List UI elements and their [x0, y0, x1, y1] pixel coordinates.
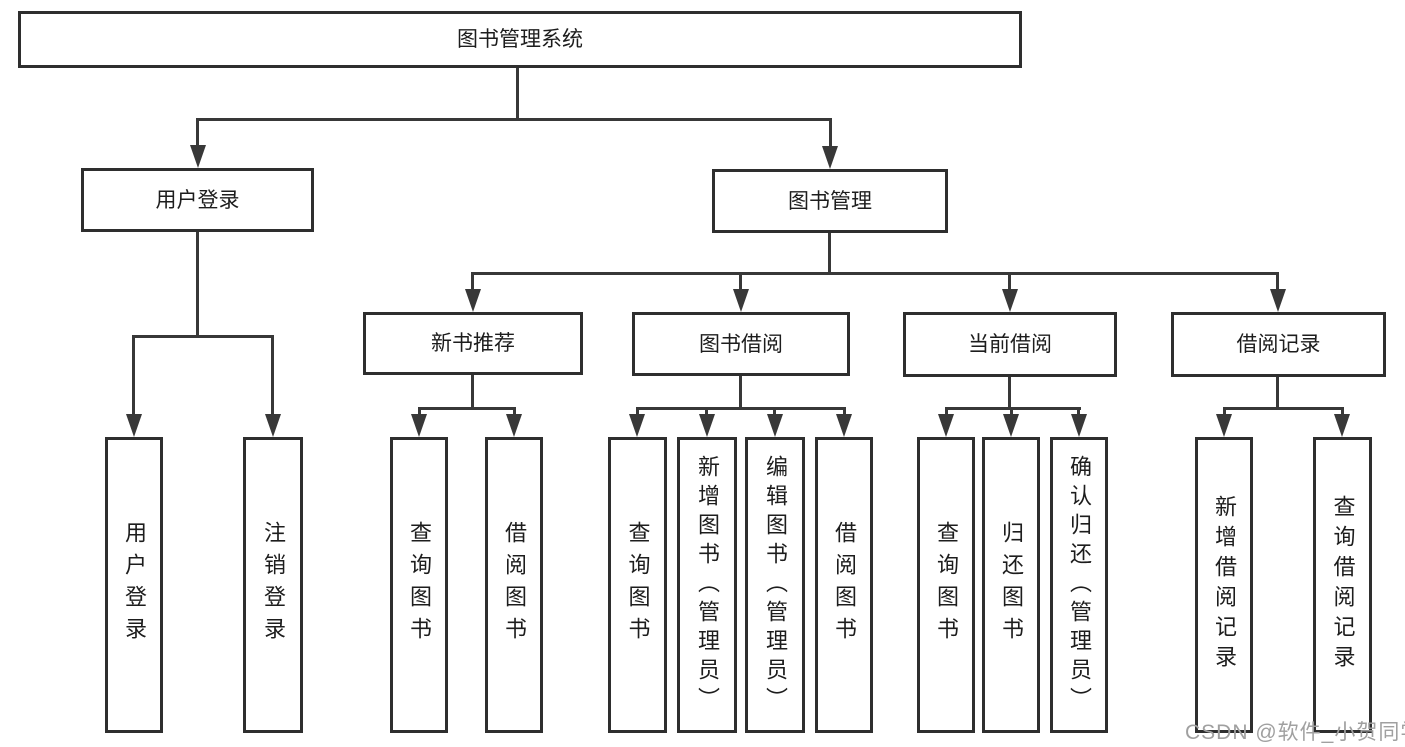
connector-line [471, 272, 474, 290]
leaf-add-borrow-record: 新增借阅记录 [1195, 437, 1253, 733]
arrowhead-icon [836, 414, 852, 437]
leaf-add-books-admin-label: 新增图书（管理员） [695, 454, 720, 716]
node-book-management: 图书管理 [712, 169, 948, 233]
leaf-query-books-current-label: 查询图书 [934, 521, 959, 649]
node-user-login: 用户登录 [81, 168, 314, 232]
node-borrow-records: 借阅记录 [1171, 312, 1386, 377]
connector-line [132, 335, 135, 415]
node-root: 图书管理系统 [18, 11, 1022, 68]
leaf-confirm-return-admin: 确认归还（管理员） [1050, 437, 1108, 733]
leaf-logout-label: 注销登录 [261, 521, 286, 649]
node-current-borrow-label: 当前借阅 [968, 333, 1052, 356]
connector-line [1077, 407, 1080, 416]
arrowhead-icon [733, 289, 749, 312]
connector-line [1223, 407, 1344, 410]
connector-line [471, 272, 1279, 275]
arrowhead-icon [506, 414, 522, 437]
arrowhead-icon [822, 146, 838, 169]
connector-line [705, 407, 708, 416]
arrowhead-icon [1270, 289, 1286, 312]
connector-line [636, 407, 846, 410]
node-book-borrow-label: 图书借阅 [699, 332, 783, 356]
connector-line [1223, 407, 1226, 416]
leaf-query-books-recommend-label: 查询图书 [407, 521, 432, 649]
arrowhead-icon [1002, 289, 1018, 312]
connector-line [418, 407, 421, 416]
leaf-borrow-books-recommend: 借阅图书 [485, 437, 543, 733]
connector-line [418, 407, 516, 410]
arrowhead-icon [1003, 414, 1019, 437]
node-new-book-recommend: 新书推荐 [363, 312, 583, 375]
node-user-login-label: 用户登录 [155, 188, 240, 212]
leaf-borrow-books-recommend-label: 借阅图书 [502, 521, 527, 649]
arrowhead-icon [126, 414, 142, 437]
node-book-management-label: 图书管理 [788, 189, 872, 213]
leaf-edit-books-admin: 编辑图书（管理员） [745, 437, 805, 733]
connector-line [1341, 407, 1344, 416]
csdn-watermark: CSDN @软件_小贺同学 [1185, 721, 1405, 744]
arrowhead-icon [190, 145, 206, 168]
leaf-user-login: 用户登录 [105, 437, 163, 733]
leaf-confirm-return-admin-label: 确认归还（管理员） [1067, 454, 1092, 716]
connector-line [1276, 272, 1279, 290]
arrowhead-icon [1071, 414, 1087, 437]
arrowhead-icon [767, 414, 783, 437]
connector-line [196, 232, 199, 335]
leaf-logout: 注销登录 [243, 437, 303, 733]
leaf-user-login-label: 用户登录 [122, 521, 147, 649]
leaf-return-books-label: 归还图书 [999, 521, 1024, 649]
leaf-return-books: 归还图书 [982, 437, 1040, 733]
leaf-query-books-borrow-label: 查询图书 [625, 521, 651, 649]
arrowhead-icon [1334, 414, 1350, 437]
connector-line [739, 272, 742, 290]
leaf-query-borrow-record: 查询借阅记录 [1313, 437, 1372, 733]
connector-line [945, 407, 1081, 410]
leaf-query-books-recommend: 查询图书 [390, 437, 448, 733]
connector-line [1276, 377, 1279, 407]
connector-line [1008, 272, 1011, 290]
arrowhead-icon [465, 289, 481, 312]
connector-line [945, 407, 948, 416]
connector-line [829, 118, 832, 148]
leaf-borrow-books: 借阅图书 [815, 437, 873, 733]
connector-line [516, 68, 519, 118]
connector-line [1010, 407, 1013, 416]
connector-line [196, 118, 199, 147]
leaf-query-borrow-record-label: 查询借阅记录 [1330, 495, 1356, 675]
connector-line [773, 407, 776, 416]
arrowhead-icon [265, 414, 281, 437]
connector-line [1008, 377, 1011, 407]
leaf-query-books-borrow: 查询图书 [608, 437, 667, 733]
arrowhead-icon [938, 414, 954, 437]
connector-line [196, 118, 832, 121]
connector-line [513, 407, 516, 416]
connector-line [828, 233, 831, 272]
connector-line [843, 407, 846, 416]
leaf-add-books-admin: 新增图书（管理员） [677, 437, 737, 733]
node-new-book-recommend-label: 新书推荐 [431, 332, 515, 355]
connector-line [471, 375, 474, 407]
node-book-borrow: 图书借阅 [632, 312, 850, 376]
arrowhead-icon [629, 414, 645, 437]
connector-line [739, 376, 742, 407]
arrowhead-icon [699, 414, 715, 437]
connector-line [132, 335, 274, 338]
node-borrow-records-label: 借阅记录 [1236, 333, 1321, 356]
connector-line [271, 335, 274, 415]
leaf-borrow-books-label: 借阅图书 [832, 521, 857, 649]
leaf-query-books-current: 查询图书 [917, 437, 975, 733]
arrowhead-icon [1216, 414, 1232, 437]
node-root-label: 图书管理系统 [457, 28, 583, 51]
leaf-edit-books-admin-label: 编辑图书（管理员） [763, 454, 788, 716]
arrowhead-icon [411, 414, 427, 437]
connector-line [636, 407, 639, 416]
leaf-add-borrow-record-label: 新增借阅记录 [1212, 495, 1237, 675]
node-current-borrow: 当前借阅 [903, 312, 1117, 377]
